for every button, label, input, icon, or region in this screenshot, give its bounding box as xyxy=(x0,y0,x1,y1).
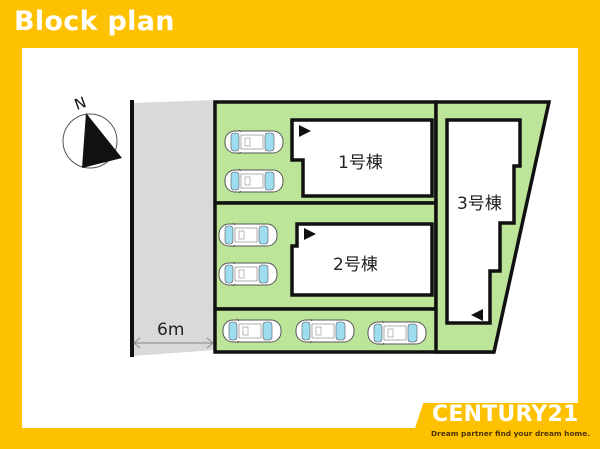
building-3-label: 3号棟 xyxy=(457,194,502,214)
brand-tagline: Dream partner find your dream home. xyxy=(431,429,591,438)
entrance-marker-icon xyxy=(471,309,483,321)
north-compass-icon xyxy=(62,113,122,169)
road xyxy=(130,100,215,357)
building-2-label: 2号棟 xyxy=(333,255,378,275)
title-tab xyxy=(0,0,186,48)
road-width-label: 6m xyxy=(157,320,184,340)
page-title: Block plan xyxy=(14,6,175,37)
entrance-marker-icon xyxy=(299,125,311,137)
north-label: N xyxy=(72,93,89,114)
lot-3 xyxy=(434,100,552,354)
entrance-marker-icon xyxy=(304,228,316,240)
lot-2 xyxy=(213,201,438,311)
brand-logo: CENTURY21 xyxy=(432,402,579,427)
logo-tab xyxy=(408,403,600,449)
building-1-label: 1号棟 xyxy=(338,153,383,173)
lot-1 xyxy=(213,100,438,205)
